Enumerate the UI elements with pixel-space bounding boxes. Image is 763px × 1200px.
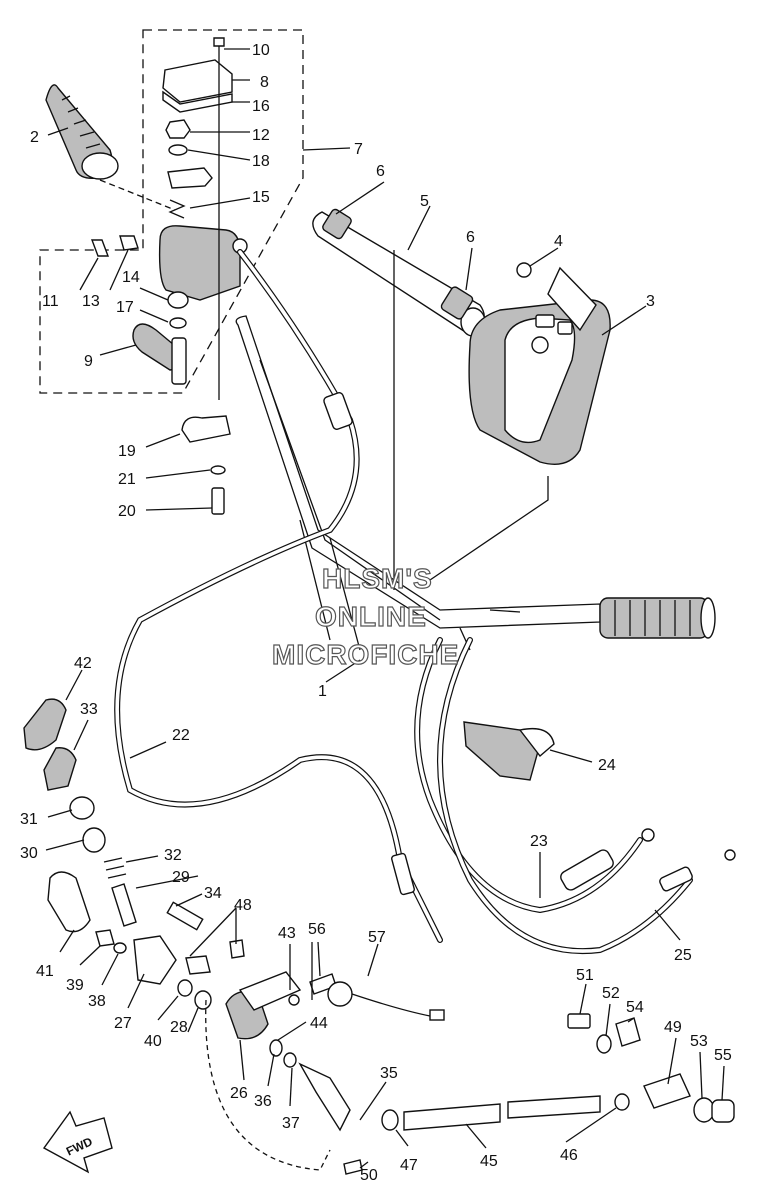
watermark: HLSM'S ONLINE MICROFICHE	[271, 562, 459, 670]
ref-47: 47	[400, 1157, 418, 1174]
ref-7: 7	[354, 141, 363, 158]
carb-lever-assembly	[185, 939, 445, 1175]
ref-25: 25	[674, 947, 692, 964]
ref-51: 51	[576, 967, 594, 984]
ref-16: 16	[252, 98, 270, 115]
ref-14: 14	[122, 269, 140, 286]
watermark-line-2: ONLINE	[315, 601, 427, 632]
ref-40: 40	[144, 1033, 162, 1050]
ref-11: 11	[42, 293, 59, 310]
ref-18: 18	[252, 153, 270, 170]
ref-2: 2	[30, 129, 39, 146]
ref-15: 15	[252, 189, 270, 206]
ref-12: 12	[252, 127, 270, 144]
ref-19: 19	[118, 443, 136, 460]
ref-32: 32	[164, 847, 182, 864]
handlebar	[235, 315, 601, 651]
ref-42: 42	[74, 655, 92, 672]
ref-44: 44	[310, 1015, 328, 1032]
ref-6a: 6	[376, 163, 385, 180]
switch	[463, 721, 555, 781]
ref-36: 36	[254, 1093, 272, 1110]
ref-9: 9	[84, 353, 93, 370]
ref-38: 38	[88, 993, 106, 1010]
ref-27: 27	[114, 1015, 132, 1032]
ref-39: 39	[66, 977, 84, 994]
ref-46: 46	[560, 1147, 578, 1164]
ref-57: 57	[368, 929, 386, 946]
ref-48: 48	[234, 897, 252, 914]
ref-20: 20	[118, 503, 136, 520]
ref-24: 24	[598, 757, 616, 774]
ref-41: 41	[36, 963, 54, 980]
ref-34: 34	[204, 885, 222, 902]
ref-53: 53	[690, 1033, 708, 1050]
right-grip	[599, 597, 716, 639]
ref-21: 21	[118, 471, 136, 488]
ref-6b: 6	[466, 229, 475, 246]
ref-50: 50	[360, 1167, 378, 1184]
ball	[516, 262, 532, 278]
watermark-line-1: HLSM'S	[322, 563, 433, 594]
ref-5: 5	[420, 193, 429, 210]
throttle-parts	[90, 37, 248, 400]
throttle-cable	[114, 249, 443, 943]
watermark-line-3: MICROFICHE	[272, 639, 459, 670]
clutch-cables	[414, 637, 736, 955]
ref-35: 35	[380, 1065, 398, 1082]
ref-22: 22	[172, 727, 190, 744]
throttle-assembly-box	[39, 29, 304, 394]
ref-4: 4	[554, 233, 563, 250]
ref-45: 45	[480, 1153, 498, 1170]
ref-10: 10	[252, 42, 270, 59]
ref-8: 8	[260, 74, 269, 91]
ref-13: 13	[82, 293, 100, 310]
ref-3: 3	[646, 293, 655, 310]
ref-17: 17	[116, 299, 134, 316]
ref-56: 56	[308, 921, 326, 938]
ref-26: 26	[230, 1085, 248, 1102]
adjuster-rod	[381, 1013, 735, 1131]
leader-lines	[45, 48, 725, 1169]
left-grip	[45, 84, 176, 211]
reference-numbers: 1 2 3 4 5 6 6 7 8 9 10 11 12 13 14 15 16…	[20, 42, 732, 1184]
lower-left-parts	[23, 698, 212, 1010]
ref-31: 31	[20, 811, 38, 828]
bracket-bolt	[181, 415, 231, 515]
ref-23: 23	[530, 833, 548, 850]
ref-49: 49	[664, 1019, 682, 1036]
ref-54: 54	[626, 999, 644, 1016]
ref-1: 1	[318, 683, 327, 700]
ref-37: 37	[282, 1115, 300, 1132]
ref-33: 33	[80, 701, 98, 718]
ref-52: 52	[602, 985, 620, 1002]
grip-tube	[312, 208, 486, 337]
ref-55: 55	[714, 1047, 732, 1064]
ref-29: 29	[172, 869, 190, 886]
throttle-cover	[468, 266, 611, 465]
ref-30: 30	[20, 845, 38, 862]
ref-43: 43	[278, 925, 296, 942]
fwd-arrow: FWD	[42, 1110, 113, 1174]
ref-28: 28	[170, 1019, 188, 1036]
